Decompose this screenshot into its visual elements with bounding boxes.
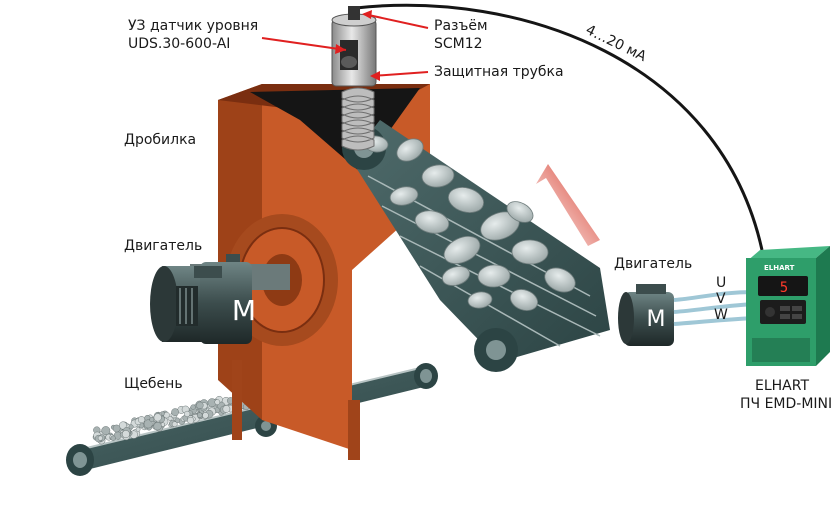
motor-left <box>150 254 290 344</box>
phase-u-label: U <box>716 275 727 291</box>
gravel-grain <box>149 417 155 423</box>
stone <box>447 187 485 213</box>
gravel-grain <box>196 401 204 409</box>
vfd-label-line1: ELHART <box>754 378 809 394</box>
stone <box>421 164 455 188</box>
level-sensor <box>331 6 377 151</box>
direction-arrow <box>536 164 600 246</box>
gravel-grain <box>171 408 179 416</box>
gravel-grain <box>153 413 162 422</box>
gravel-grain <box>190 404 196 410</box>
motor-right <box>618 284 674 346</box>
gravel-grain <box>214 399 221 405</box>
stone <box>441 266 471 286</box>
gravel-grain <box>112 424 121 433</box>
gravel-grain <box>153 422 162 431</box>
signal-cable <box>355 3 764 251</box>
stone <box>443 235 481 265</box>
gravel-grain <box>187 416 195 424</box>
gravel-grain <box>184 410 191 417</box>
stone <box>544 267 576 293</box>
tube-label: Защитная трубка <box>434 64 564 80</box>
gravel-grain <box>171 421 178 428</box>
stone <box>389 186 419 206</box>
connector-label-line2: SCM12 <box>434 36 483 52</box>
stones <box>363 135 576 311</box>
stone <box>396 138 424 162</box>
sensor-label-line1: УЗ датчик уровня <box>128 18 259 34</box>
phase-cables <box>673 290 755 326</box>
stone <box>467 291 493 309</box>
vfd-display-readout: 5 <box>780 280 788 296</box>
gravel-grain <box>137 416 146 424</box>
gravel-grain <box>101 426 111 436</box>
stone <box>506 201 534 223</box>
gravel-label: Щебень <box>124 376 183 392</box>
gravel-grain <box>128 424 134 430</box>
phase-w-label: W <box>714 307 728 323</box>
vfd-label-line2: ПЧ EMD-MINI <box>740 396 833 412</box>
gravel-grain <box>202 412 209 419</box>
connector-label-line1: Разъём <box>434 18 488 34</box>
gravel-grain <box>121 430 130 439</box>
gravel-grain <box>97 435 103 441</box>
gravel-grain <box>110 435 116 441</box>
motor-right-symbol: M <box>647 307 666 332</box>
vfd-device <box>746 246 830 366</box>
motor-right-label: Двигатель <box>614 256 693 272</box>
stone <box>510 289 538 311</box>
pointer-lines <box>261 10 429 81</box>
stone <box>477 264 511 288</box>
gravel-grain <box>174 417 181 424</box>
gravel-grain <box>167 416 173 421</box>
vfd-brand-mark: ELHART <box>764 264 795 272</box>
gravel-grain <box>222 405 231 413</box>
crusher-label: Дробилка <box>124 132 197 148</box>
motor-left-label: Двигатель <box>124 238 203 254</box>
sensor-label-line2: UDS.30-600-AI <box>128 36 231 52</box>
gravel-grain <box>143 419 153 429</box>
stone <box>511 239 549 265</box>
gravel-grain <box>196 412 203 418</box>
phase-v-label: V <box>716 291 726 307</box>
stone <box>414 210 450 234</box>
motor-left-symbol: M <box>232 294 256 327</box>
